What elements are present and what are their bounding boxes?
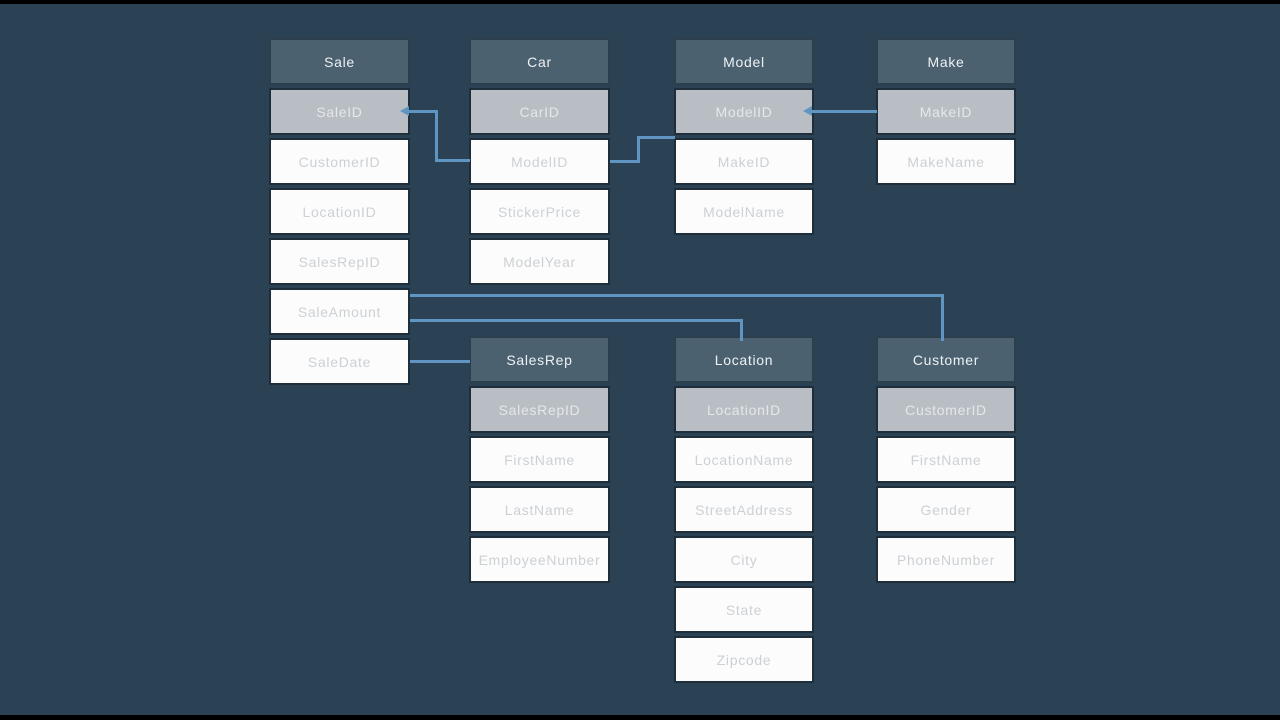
field-row: LocationName (674, 436, 814, 483)
field-row: StickerPrice (469, 188, 610, 235)
connector-make-makeid-to-model-modelid (812, 110, 877, 113)
primary-key-row: ModelID (674, 88, 814, 135)
field-row: ModelName (674, 188, 814, 235)
primary-key-row: SalesRepID (469, 386, 610, 433)
primary-key-row: MakeID (876, 88, 1016, 135)
table-title-customer: Customer (876, 336, 1016, 383)
field-row: MakeName (876, 138, 1016, 185)
field-row: StreetAddress (674, 486, 814, 533)
table-title-location: Location (674, 336, 814, 383)
connector-sale-saleid-to-car-modelid-arrowhead-icon (400, 106, 409, 116)
field-row: SaleAmount (269, 288, 410, 335)
connector-sale-saleamount-to-location-header (410, 319, 743, 322)
table-title-car: Car (469, 38, 610, 85)
field-row: LastName (469, 486, 610, 533)
field-row: ModelID (469, 138, 610, 185)
field-row: FirstName (469, 436, 610, 483)
connector-make-makeid-to-model-modelid-arrowhead-icon (803, 106, 812, 116)
table-title-model: Model (674, 38, 814, 85)
primary-key-row: CustomerID (876, 386, 1016, 433)
connector-sale-saleid-to-car-modelid (435, 110, 438, 161)
connector-car-modelid-to-model-modelid (637, 137, 640, 163)
connector-car-modelid-to-model-modelid (637, 136, 675, 139)
primary-key-row: CarID (469, 88, 610, 135)
letterbox-top (0, 0, 1280, 4)
connector-sale-saledate-to-salesrep-header (410, 360, 470, 363)
field-row: CustomerID (269, 138, 410, 185)
primary-key-row: LocationID (674, 386, 814, 433)
field-row: State (674, 586, 814, 633)
connector-sale-saleamount-to-customer-header (410, 294, 944, 297)
field-row: ModelYear (469, 238, 610, 285)
field-row: Zipcode (674, 636, 814, 683)
field-row: City (674, 536, 814, 583)
table-title-make: Make (876, 38, 1016, 85)
letterbox-bottom (0, 715, 1280, 720)
table-title-salesrep: SalesRep (469, 336, 610, 383)
table-title-sale: Sale (269, 38, 410, 85)
connector-sale-saleid-to-car-modelid (408, 110, 438, 113)
field-row: Gender (876, 486, 1016, 533)
connector-car-modelid-to-model-modelid (610, 160, 640, 163)
field-row: SaleDate (269, 338, 410, 385)
connector-sale-saleamount-to-customer-header (941, 294, 944, 341)
primary-key-row: SaleID (269, 88, 410, 135)
field-row: EmployeeNumber (469, 536, 610, 583)
connector-sale-saleamount-to-location-header (740, 319, 743, 341)
field-row: PhoneNumber (876, 536, 1016, 583)
connector-sale-saleid-to-car-modelid (435, 159, 470, 162)
field-row: MakeID (674, 138, 814, 185)
field-row: SalesRepID (269, 238, 410, 285)
field-row: FirstName (876, 436, 1016, 483)
field-row: LocationID (269, 188, 410, 235)
